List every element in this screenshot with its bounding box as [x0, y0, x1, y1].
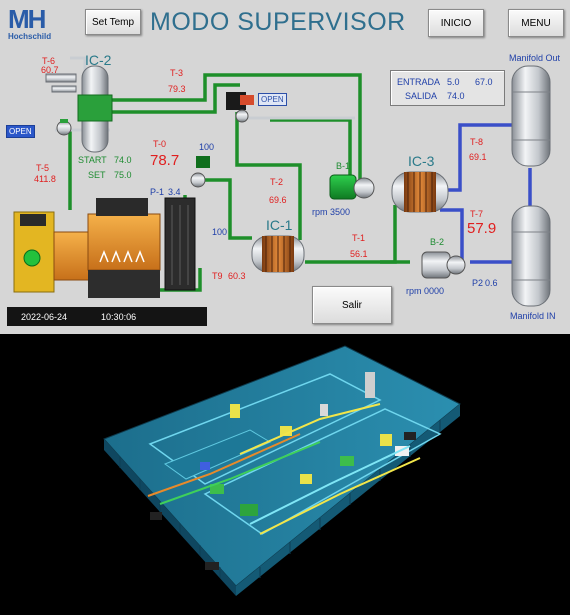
- manifold-in-tank: [511, 205, 551, 307]
- t6-label: T-6: [42, 56, 56, 66]
- blue-pipes: [440, 123, 532, 264]
- p1-label: P-1: [150, 187, 165, 197]
- date-text: 2022-06-24: [21, 311, 68, 322]
- t3-label: T-3: [170, 68, 184, 78]
- p1-value: 3.4: [168, 187, 181, 197]
- manifold-out-tank: [511, 65, 551, 167]
- b2-pump: [421, 251, 466, 279]
- t0-value: 78.7: [150, 152, 180, 169]
- ic3-exchanger: [391, 171, 449, 213]
- t1-label: T-1: [352, 233, 366, 243]
- b2-rpm-label: rpm: [406, 286, 422, 296]
- p2-value: 0.6: [485, 278, 498, 288]
- t9-value: 60.3: [228, 271, 246, 281]
- t1-value: 56.1: [350, 249, 368, 259]
- ic3-label: IC-3: [408, 153, 435, 169]
- t9-label: T9: [212, 271, 223, 281]
- logo-mark: MH: [8, 4, 46, 34]
- ic1-exchanger: [251, 235, 305, 273]
- salida-label: SALIDA: [405, 91, 438, 101]
- datetime-bar: 2022-06-24 10:30:06: [7, 307, 207, 326]
- t2-label: T-2: [270, 177, 284, 187]
- entrada-value-1: 5.0: [447, 77, 460, 87]
- t6-value: 60.7: [41, 65, 59, 75]
- t2-value: 69.6: [269, 195, 287, 205]
- open-valve-top[interactable]: OPEN: [258, 93, 287, 106]
- start-value: 74.0: [114, 155, 132, 165]
- flow-info-box: ENTRADA 5.0 67.0 SALIDA 74.0: [390, 70, 505, 106]
- t5-value: 411.8: [34, 174, 56, 184]
- salida-value: 74.0: [447, 91, 465, 101]
- start-label: START: [78, 155, 107, 165]
- t0-label: T-0: [153, 139, 167, 149]
- hmi-panel: MH Hochschild Set Temp MODO SUPERVISOR I…: [0, 0, 570, 334]
- manifold-out-label: Manifold Out: [509, 53, 561, 63]
- t7-label: T-7: [470, 209, 484, 219]
- t8-label: T-8: [470, 137, 484, 147]
- t5-label: T-5: [36, 163, 50, 173]
- time-text: 10:30:06: [101, 311, 137, 322]
- open-valve-left[interactable]: OPEN: [6, 125, 35, 138]
- b2-rpm-value: 0000: [424, 286, 445, 296]
- ic2-label: IC-2: [85, 52, 112, 68]
- container-3d-image: [103, 345, 461, 596]
- logo: MH Hochschild: [8, 6, 72, 42]
- b1-rpm-label: rpm: [312, 207, 328, 217]
- b1-rpm-value: 3500: [330, 207, 351, 217]
- generator: [13, 198, 161, 298]
- set-value: 75.0: [114, 170, 132, 180]
- valve-100-mid: 100: [212, 227, 228, 237]
- manifold-in-label: Manifold IN: [510, 311, 556, 321]
- ic2-exchanger: [77, 65, 113, 153]
- b1-pump: [329, 174, 375, 200]
- salir-button[interactable]: Salir: [312, 286, 392, 324]
- t7-value: 57.9: [467, 220, 497, 237]
- b1-label: B-1: [336, 161, 351, 171]
- set-temp-button[interactable]: Set Temp: [85, 9, 141, 35]
- entrada-value-2: 67.0: [475, 77, 493, 87]
- valve-100-top: 100: [199, 142, 215, 152]
- container-3d-view: [0, 334, 570, 610]
- menu-button[interactable]: MENU: [508, 9, 564, 37]
- b2-label: B-2: [430, 237, 445, 247]
- t3-value: 79.3: [168, 84, 186, 94]
- inicio-button[interactable]: INICIO: [428, 9, 484, 37]
- entrada-label: ENTRADA: [397, 77, 441, 87]
- ic1-label: IC-1: [266, 217, 293, 233]
- process-diagram: [13, 56, 551, 307]
- p2-label: P2: [472, 278, 484, 288]
- logo-subtext: Hochschild: [8, 32, 52, 41]
- set-label: SET: [88, 170, 106, 180]
- page-title: MODO SUPERVISOR: [150, 8, 406, 36]
- t8-value: 69.1: [469, 152, 487, 162]
